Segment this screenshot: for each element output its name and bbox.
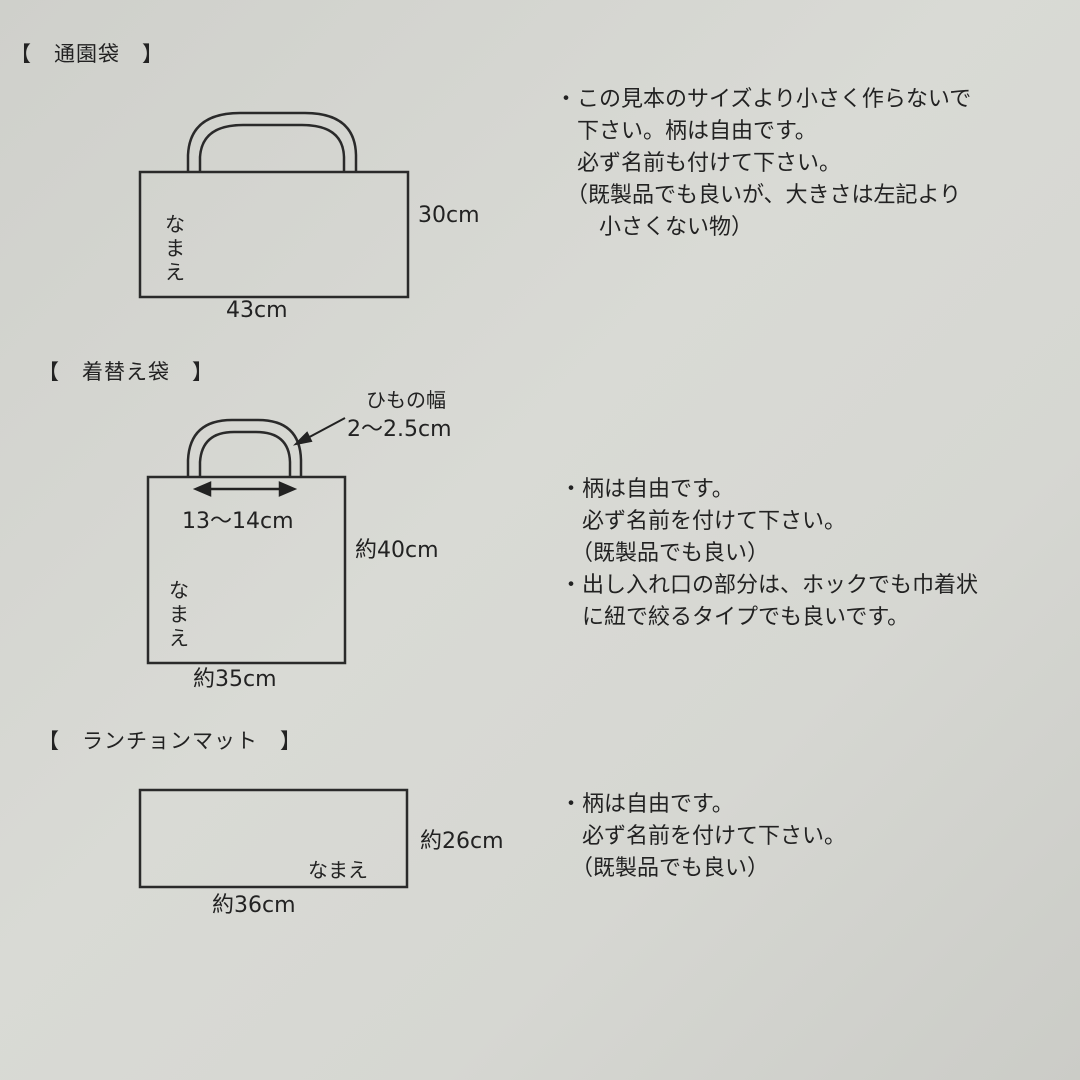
note-line: （既製品でも良い） bbox=[560, 856, 770, 881]
note-line: 必ず名前を付けて下さい。 bbox=[560, 509, 847, 534]
strap-width-label: 2～2.5cm bbox=[347, 417, 452, 442]
note-line: に紐で絞るタイプでも良いです。 bbox=[560, 605, 910, 630]
mat-name-label: なまえ bbox=[308, 858, 368, 882]
strap-label: ひもの幅 bbox=[366, 388, 446, 412]
note-line: ・出し入れ口の部分は、ホックでも巾着状 bbox=[560, 573, 979, 598]
note-line: 必ず名前を付けて下さい。 bbox=[560, 824, 847, 849]
bag2-notes: ・柄は自由です。 必ず名前を付けて下さい。 （既製品でも良い） ・出し入れ口の部… bbox=[560, 474, 978, 634]
note-line: （既製品でも良いが、大きさは左記より bbox=[555, 183, 962, 208]
bag1-handle bbox=[186, 111, 358, 172]
bag2-outline bbox=[146, 475, 347, 665]
section-heading-lunch-mat: 【 ランチョンマット 】 bbox=[38, 729, 302, 753]
note-line: ・柄は自由です。 bbox=[560, 792, 734, 817]
note-line: 必ず名前も付けて下さい。 bbox=[555, 151, 842, 176]
section-heading-change-clothes-bag: 【 着替え袋 】 bbox=[38, 360, 214, 384]
mat-notes: ・柄は自由です。 必ず名前を付けて下さい。 （既製品でも良い） bbox=[560, 789, 846, 885]
note-line: （既製品でも良い） bbox=[560, 541, 770, 566]
note-line: 下さい。柄は自由です。 bbox=[555, 119, 817, 144]
mat-outline bbox=[138, 788, 409, 889]
bag1-outline bbox=[138, 170, 410, 299]
bag2-handle bbox=[186, 418, 303, 477]
note-line: 小さくない物） bbox=[555, 215, 754, 240]
handle-gap-arrow bbox=[192, 481, 298, 497]
handle-gap-label: 13～14cm bbox=[182, 509, 294, 534]
section-heading-kindergarten-bag: 【 通園袋 】 bbox=[10, 42, 164, 66]
bag1-notes: ・この見本のサイズより小さく作らないで 下さい。柄は自由です。 必ず名前も付けて… bbox=[555, 84, 971, 244]
mat-width-label: 約36cm bbox=[212, 893, 296, 918]
bag1-height-label: 30cm bbox=[418, 203, 480, 228]
strap-pointer-arrow bbox=[292, 417, 346, 446]
note-line: ・この見本のサイズより小さく作らないで bbox=[555, 87, 972, 112]
note-line: ・柄は自由です。 bbox=[560, 477, 734, 502]
bag1-width-label: 43cm bbox=[226, 298, 288, 323]
bag2-width-label: 約35cm bbox=[193, 667, 277, 692]
bag1-name-label: なまえ bbox=[165, 212, 185, 284]
bag2-name-label: なまえ bbox=[169, 578, 189, 650]
bag2-height-label: 約40cm bbox=[355, 538, 439, 563]
mat-height-label: 約26cm bbox=[420, 829, 504, 854]
